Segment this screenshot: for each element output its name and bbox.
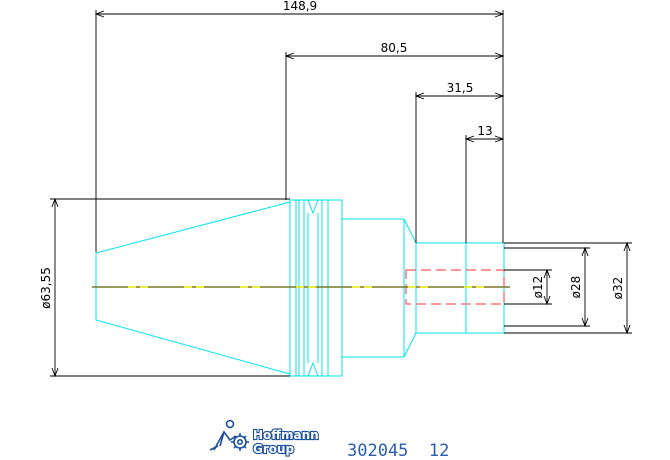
dim-shank-length: 31,5 (447, 81, 474, 95)
brand-subname: Group (253, 442, 295, 456)
title-block: Hoffmann Group 302045 12 (209, 419, 449, 460)
neck-body (341, 218, 405, 358)
dim-collar-diameter: ø28 (569, 276, 583, 299)
dim-flange-to-end: 80,5 (381, 41, 408, 55)
dimension-labels: 148,9 80,5 31,5 13 ø63,55 ø12 ø28 ø32 (39, 0, 625, 309)
dim-taper-diameter: ø63,55 (39, 267, 53, 309)
dim-total-length: 148,9 (283, 0, 317, 13)
taper-outline (95, 201, 291, 375)
dim-bore-diameter: ø12 (531, 276, 545, 299)
gear-icon (231, 433, 249, 451)
hoffmann-logo: Hoffmann Group (209, 419, 320, 457)
dim-shank-diameter: ø32 (611, 277, 625, 300)
part-number: 302045 12 (347, 441, 449, 460)
v-groove-bottom (307, 361, 319, 377)
brand-name: Hoffmann (253, 428, 319, 442)
part-outline (95, 199, 505, 377)
dimensions (50, 10, 632, 378)
shank-body (415, 242, 505, 334)
v-groove-top (307, 199, 319, 215)
flange-body (289, 199, 343, 377)
dim-bore-depth: 13 (477, 124, 492, 138)
runner-icon (209, 419, 237, 451)
